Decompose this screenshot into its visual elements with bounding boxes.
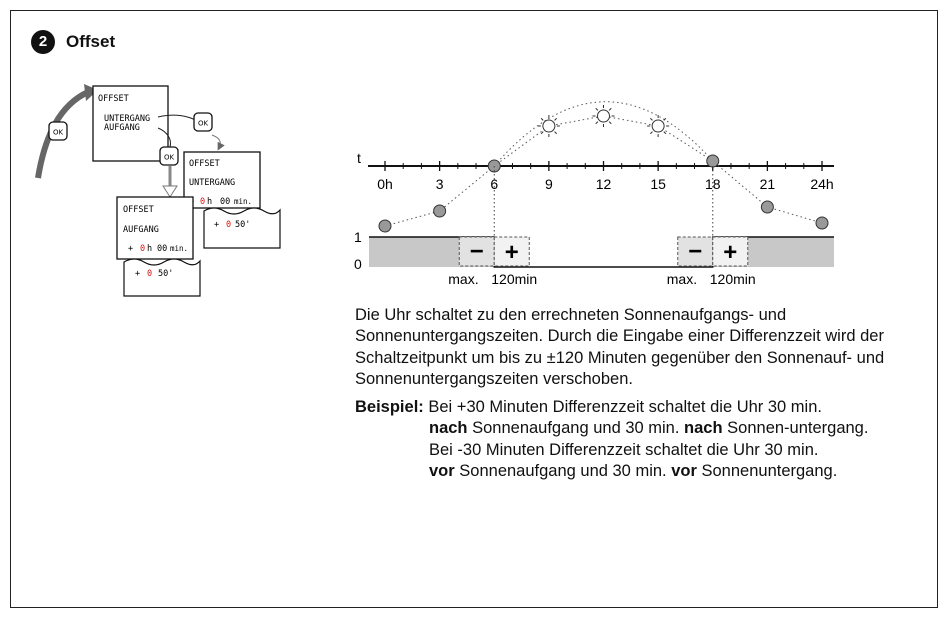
hour-tick-label: 12 (596, 176, 612, 192)
hour-tick-label: 3 (436, 176, 444, 192)
sun-ray (608, 121, 612, 125)
lcd-screen-1: OFFSET UNTERGANG AUFGANG (92, 85, 169, 162)
ok-label: OK (164, 154, 175, 162)
lcd3-unit: min. (170, 244, 188, 253)
lcd-subpanel-2: + 0 50' (203, 207, 281, 249)
example-2-continued: vor Sonnenaufgang und 30 min. vor Sonnen… (429, 461, 838, 480)
sun-ray (608, 107, 612, 111)
lcd3-mins: 00 (157, 244, 167, 254)
lcd2-unit: min. (234, 197, 252, 206)
sunset-range-label: 120min (710, 271, 756, 287)
sunset-max-label: max. (667, 271, 697, 287)
lcd2-sub-value: 0 (226, 220, 231, 230)
ok-label: OK (53, 129, 64, 137)
axis-t-label: t (357, 150, 361, 166)
lcd-screen-2: OFFSET UNTERGANG + 0 h 00 min. (183, 151, 261, 209)
horizon-sun-icon (706, 154, 720, 168)
step-number-badge: 2 (31, 30, 55, 54)
level-high-label: 1 (354, 229, 362, 245)
lcd3-h: h (147, 244, 152, 254)
lcd2-sub-unit: 50' (235, 220, 250, 230)
sunrise-max-label: max. (448, 271, 478, 287)
night-marker (760, 200, 774, 214)
lcd3-sub-value: 0 (147, 269, 152, 279)
lcd1-line2: UNTERGANG (104, 114, 150, 124)
sun-ray (595, 107, 599, 111)
sunset-plus-symbol: + (723, 239, 737, 266)
arrow-to-screen3-head (162, 185, 178, 198)
lcd3-sign: + (128, 244, 133, 254)
section-title: Offset (66, 32, 116, 51)
lcd1-line1: OFFSET (98, 94, 129, 104)
level-low-label: 0 (354, 256, 362, 272)
sunset-minus-symbol: − (688, 238, 702, 265)
hour-tick-label: 15 (650, 176, 666, 192)
hour-tick-label: 24h (810, 176, 833, 192)
night-marker (433, 204, 447, 218)
page-frame (10, 10, 938, 608)
sun-icon (542, 119, 556, 133)
ok-button-2[interactable]: OK (193, 112, 213, 132)
lcd3-line2: AUFGANG (123, 225, 159, 235)
entry-arrow-head (84, 84, 98, 101)
lcd3-sub-unit: 50' (158, 269, 173, 279)
hour-tick-label: 18 (705, 176, 721, 192)
sun-ray (540, 131, 544, 135)
sunrise-range-label: 120min (491, 271, 537, 287)
ok-button-3[interactable]: OK (159, 146, 179, 166)
lcd2-sub-sign: + (214, 220, 219, 230)
ok-label: OK (198, 120, 209, 128)
lcd-screen-3: OFFSET AUFGANG + 0 h 00 min. (116, 196, 194, 260)
sun-ray (554, 117, 558, 121)
hour-tick-label: 21 (760, 176, 776, 192)
sunrise-plus-box (493, 236, 530, 267)
lcd2-hours: 0 (200, 197, 205, 207)
sunrise-plus-symbol: + (505, 239, 519, 266)
sun-path (384, 115, 823, 227)
sunset-minus-box (677, 236, 714, 267)
sun-ray (540, 117, 544, 121)
example-1-start: Bei +30 Minuten Differenzzeit schaltet d… (428, 398, 822, 416)
description-text: Die Uhr schaltet zu den errechneten Sonn… (355, 306, 885, 388)
sun-ray (595, 121, 599, 125)
sun-icon (597, 109, 610, 123)
lcd1-line3: AUFGANG (104, 123, 140, 133)
sunset-plus-box (712, 236, 749, 267)
sun-ray (649, 117, 653, 121)
sunrise-minus-symbol: − (470, 238, 484, 265)
sun-ray (554, 131, 558, 135)
lcd2-line2: UNTERGANG (189, 178, 235, 188)
sun-ray (663, 117, 667, 121)
example-2-start: Bei -30 Minuten Differenzzeit schaltet d… (429, 440, 819, 459)
connector-aufgang (157, 127, 171, 148)
lcd2-line1: OFFSET (189, 159, 220, 169)
sun-icon (651, 119, 665, 133)
lcd3-hours: 0 (140, 244, 145, 254)
example-1-continued: nach Sonnenaufgang und 30 min. nach Sonn… (429, 419, 869, 438)
lcd3-sub-sign: + (135, 269, 140, 279)
lcd3-line1: OFFSET (123, 205, 154, 215)
arrow-to-screen2 (211, 134, 225, 151)
sunrise-minus-box (458, 236, 495, 267)
hour-tick-label: 6 (490, 176, 498, 192)
hour-tick-label: 0h (377, 176, 393, 192)
lcd2-h: h (207, 197, 212, 207)
sun-ray (663, 131, 667, 135)
lcd-subpanel-3: + 0 50' (123, 258, 201, 297)
ok-button-1[interactable]: OK (48, 121, 68, 141)
example-label: Beispiel: (355, 398, 424, 416)
night-marker (815, 216, 829, 230)
lcd2-mins: 00 (220, 197, 230, 207)
night-marker (378, 219, 392, 233)
example-line-1: Beispiel: Bei +30 Minuten Differenzzeit … (355, 397, 822, 418)
sun-ray (649, 131, 653, 135)
hour-tick-label: 9 (545, 176, 553, 192)
example-body: nach Sonnenaufgang und 30 min. nach Sonn… (429, 418, 899, 482)
